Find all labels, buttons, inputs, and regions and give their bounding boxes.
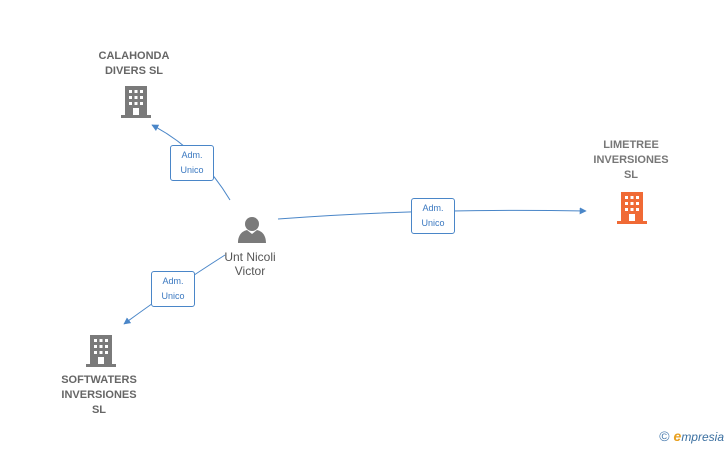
edge-label-line: Unico <box>161 291 185 301</box>
edge-label-line: Adm. <box>162 276 184 286</box>
person-icon[interactable] <box>238 217 266 243</box>
edge-label-softwaters[interactable]: Adm. Unico <box>151 271 195 307</box>
building-icon[interactable] <box>121 86 151 118</box>
label-line: SL <box>91 404 107 416</box>
building-icon[interactable] <box>86 335 116 367</box>
company-label-limetree[interactable]: LIMETREE INVERSIONES SL <box>576 138 686 183</box>
label-line: Victor <box>234 264 266 278</box>
label-line: DIVERS SL <box>104 65 164 77</box>
edge-label-line: Adm. <box>422 203 444 213</box>
building-icon[interactable] <box>617 192 647 224</box>
edge-label-line: Adm. <box>181 150 203 160</box>
company-label-softwaters[interactable]: SOFTWATERS INVERSIONES SL <box>49 373 149 418</box>
brand-initial: e <box>673 428 682 444</box>
edge-label-calahonda[interactable]: Adm. Unico <box>170 145 214 181</box>
edge-label-line: Unico <box>180 165 204 175</box>
copyright-icon: © <box>659 428 670 444</box>
company-label-calahonda[interactable]: CALAHONDA DIVERS SL <box>84 49 184 79</box>
label-line: CALAHONDA <box>98 50 170 62</box>
person-label[interactable]: Unt Nicoli Victor <box>202 250 298 278</box>
edge-label-limetree[interactable]: Adm. Unico <box>411 198 455 234</box>
label-line: LIMETREE <box>603 139 659 151</box>
label-line: Unt Nicoli <box>224 250 276 264</box>
label-line: INVERSIONES <box>61 389 137 401</box>
label-line: INVERSIONES <box>593 154 669 166</box>
brand-footer[interactable]: ©empresia <box>659 428 724 444</box>
brand-name: mpresia <box>681 430 724 444</box>
label-line: SOFTWATERS <box>61 374 137 386</box>
edge-label-line: Unico <box>421 218 445 228</box>
label-line: SL <box>623 169 639 181</box>
